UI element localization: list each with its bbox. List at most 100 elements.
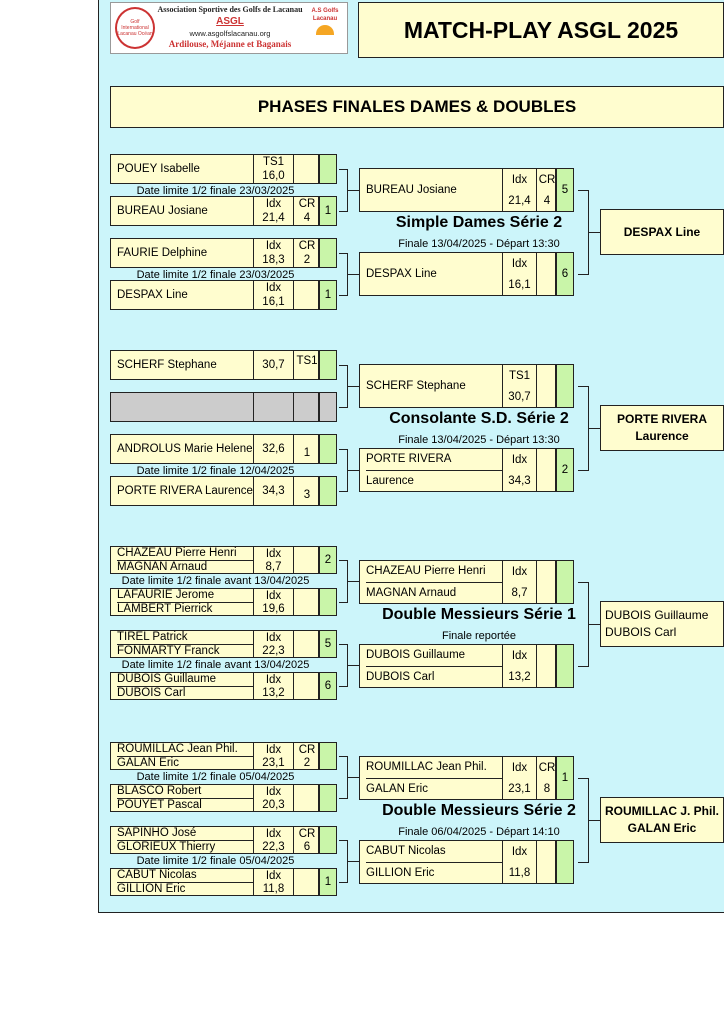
final-info: Finale 13/04/2025 - Départ 13:30: [398, 238, 560, 250]
index-label: Idx: [265, 589, 282, 602]
index-label: Idx: [265, 743, 282, 756]
semi3-entry3-score[interactable]: 5: [319, 630, 337, 658]
connector-line: [347, 470, 359, 471]
winner-box-4: ROUMILLAC J. Phil.GALAN Eric: [600, 797, 724, 843]
semi4-entry1-player-0: ROUMILLAC Jean Phil.: [117, 743, 253, 757]
connector-line: [578, 778, 588, 779]
final4-entry2-score[interactable]: [556, 840, 574, 884]
index-value: 21,4: [262, 212, 285, 224]
semi1-entry1-player-0: POUEY Isabelle: [117, 163, 200, 175]
cr-value: 2: [303, 254, 311, 266]
index-value: 22,3: [262, 644, 285, 657]
semi1-entry4-score[interactable]: 1: [319, 280, 337, 310]
semi4-entry2-score[interactable]: [319, 784, 337, 812]
final2-entry2-player-0: PORTE RIVERA: [366, 449, 502, 471]
index-label: Idx: [511, 761, 528, 774]
connector-line: [578, 274, 588, 275]
final1-entry2-score[interactable]: 6: [556, 252, 574, 296]
semi4-entry1-score[interactable]: [319, 742, 337, 770]
index-label: Idx: [511, 257, 528, 270]
final1-entry1-score[interactable]: 5: [556, 168, 574, 212]
index-value: 30,7: [508, 390, 531, 403]
semi3-entry2-score[interactable]: [319, 588, 337, 616]
semi3-entry2-cr-cell: [293, 589, 320, 615]
semi2-entry2-score[interactable]: [319, 392, 337, 422]
connector-line: [588, 428, 600, 429]
semi2-entry4-names: PORTE RIVERA Laurence: [111, 477, 253, 505]
final4-entry1-player-1: GALAN Eric: [366, 782, 428, 795]
final2-entry2-player-1: Laurence: [366, 474, 414, 487]
index-value: 34,3: [262, 485, 285, 497]
semi3-entry1-score[interactable]: 2: [319, 546, 337, 574]
index-value: 8,7: [511, 586, 528, 599]
final4-entry2-cr-cell: [536, 841, 557, 883]
logo-right-text: A.S Golfs Lacanau: [311, 8, 339, 22]
semi1-entry4-names: DESPAX Line: [111, 281, 253, 309]
final4-entry1-score[interactable]: 1: [556, 756, 574, 800]
semi2-entry3-index-cell: 32,6: [253, 435, 293, 463]
semi3-entry4-player-1: DUBOIS Carl: [117, 686, 186, 699]
semi2-entry1-score[interactable]: [319, 350, 337, 380]
index-value: 22,3: [262, 840, 285, 853]
semi1-entry3-score[interactable]: [319, 238, 337, 268]
semi4-entry1-player-1: GALAN Eric: [117, 756, 179, 769]
index-value: 20,3: [262, 798, 285, 811]
connector-line: [347, 581, 359, 582]
index-value: 16,0: [262, 170, 285, 182]
index-value: 13,2: [508, 670, 531, 683]
semi2-entry3-player-0: ANDROLUS Marie Helene: [117, 443, 253, 455]
cell-divider: [253, 393, 254, 421]
main-title-box: MATCH-PLAY ASGL 2025: [358, 2, 724, 58]
semi4-entry1-names: ROUMILLAC Jean Phil.GALAN Eric: [111, 743, 253, 769]
index-label: Idx: [511, 845, 528, 858]
index-value: 8,7: [265, 560, 282, 573]
semi2-entry4-score[interactable]: [319, 476, 337, 506]
connector-line: [578, 190, 588, 191]
final3-entry2-score[interactable]: [556, 644, 574, 688]
final2-entry1-score[interactable]: [556, 364, 574, 408]
semi1-entry2-score[interactable]: 1: [319, 196, 337, 226]
final2-entry2-score[interactable]: 2: [556, 448, 574, 492]
semi1-entry4-player-0: DESPAX Line: [117, 289, 188, 301]
semi3-entry1-player-1: MAGNAN Arnaud: [117, 560, 208, 573]
cr-value: 4: [543, 194, 551, 207]
semi4-entry4-cr-cell: [293, 869, 320, 895]
connector-line: [339, 169, 347, 170]
winner-name-1: Laurence: [635, 429, 689, 443]
semi2-entry2-box: [110, 392, 319, 422]
semi1-entry1-score[interactable]: [319, 154, 337, 184]
semi2-entry4-player-0: PORTE RIVERA Laurence: [117, 485, 253, 497]
semi-deadline: Date limite 1/2 finale avant 13/04/2025: [121, 575, 310, 587]
logo-left-text: Golf International Lacanau Océan: [117, 19, 153, 37]
semi4-entry4-score[interactable]: 1: [319, 868, 337, 896]
website-link[interactable]: www.asgolfslacanau.org: [189, 29, 271, 38]
cr-label: CR: [538, 761, 556, 774]
semi4-entry4-player-1: GILLION Eric: [117, 882, 186, 895]
semi2-entry3-score[interactable]: [319, 434, 337, 464]
index-label: Idx: [265, 198, 282, 210]
semi-deadline: Date limite 1/2 finale 12/04/2025: [136, 465, 295, 477]
final3-entry1-score[interactable]: [556, 560, 574, 604]
final1-entry1-player-0: BUREAU Josiane: [366, 184, 457, 196]
connector-line: [339, 449, 347, 450]
semi4-entry3-score[interactable]: [319, 826, 337, 854]
final1-entry1-names: BUREAU Josiane: [360, 169, 502, 211]
final2-entry1-cr-cell: [536, 365, 557, 407]
index-label: Idx: [265, 547, 282, 560]
semi3-entry4-score[interactable]: 6: [319, 672, 337, 700]
